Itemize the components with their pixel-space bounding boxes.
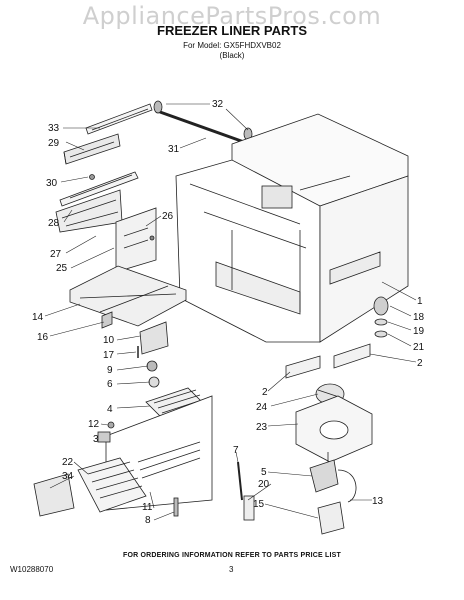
callout-12: 12	[88, 419, 100, 430]
clip-16	[101, 311, 113, 329]
callout-labels: 33 29 30 28 27 25 32 31 26 14 16 10 17 9…	[32, 99, 425, 526]
bracket-3	[97, 431, 111, 443]
callout-22: 22	[62, 457, 74, 468]
site-watermark: AppliancePartsPros.com	[82, 2, 382, 30]
ordering-info-note: FOR ORDERING INFORMATION REFER TO PARTS …	[122, 552, 342, 559]
callout-29: 29	[48, 138, 60, 149]
cover-34	[33, 473, 75, 517]
callout-19: 19	[413, 326, 425, 337]
rod-7	[237, 461, 243, 501]
fastener-8	[173, 497, 179, 517]
motor-mount-15	[317, 501, 345, 535]
freezer-tray-14	[69, 265, 187, 327]
color-variant: (Black)	[219, 51, 245, 60]
model-number: For Model: GX5FHDXVB02	[183, 41, 281, 50]
guide-rail-left	[59, 171, 139, 207]
fan-motor-5	[309, 452, 339, 493]
washer-21	[374, 330, 388, 338]
callout-6: 6	[107, 379, 113, 390]
callout-28: 28	[48, 218, 60, 229]
callout-32: 32	[212, 99, 224, 110]
callout-3: 3	[93, 434, 99, 445]
wire-harness-13	[337, 469, 357, 503]
callout-34: 34	[62, 471, 74, 482]
seal-19	[374, 318, 388, 326]
callout-31: 31	[168, 144, 180, 155]
damper-18	[373, 296, 389, 316]
callout-15: 15	[253, 499, 265, 510]
callout-21: 21	[413, 342, 425, 353]
bracket-6	[148, 376, 160, 388]
callout-33: 33	[48, 123, 60, 134]
insulation-pad-2a	[285, 355, 321, 379]
callout-13: 13	[372, 496, 384, 507]
callout-20: 20	[258, 479, 270, 490]
callout-10: 10	[103, 335, 115, 346]
callout-27: 27	[50, 249, 62, 260]
insulation-pad-2b	[333, 343, 371, 369]
callout-1: 1	[417, 296, 423, 307]
vent-grille-22	[77, 457, 147, 513]
callout-11: 11	[142, 502, 153, 513]
callout-25: 25	[56, 263, 68, 274]
small-screw-30	[89, 174, 95, 180]
callout-14: 14	[32, 312, 44, 323]
spacer-20	[243, 495, 255, 521]
cross-rod	[153, 100, 253, 144]
callout-4: 4	[107, 404, 113, 415]
rail-bracket-lower	[55, 189, 123, 233]
page-title: FREEZER LINER PARTS	[157, 23, 307, 38]
document-number: W10288070	[10, 565, 54, 574]
callout-30: 30	[46, 178, 58, 189]
page-number: 3	[229, 565, 234, 574]
callout-23: 23	[256, 422, 268, 433]
leader-lines	[44, 103, 417, 521]
knob-9	[146, 360, 158, 372]
callout-17: 17	[103, 350, 115, 361]
callout-7: 7	[233, 445, 239, 456]
rail-bracket-upper	[63, 133, 121, 165]
mounting-plate	[115, 207, 157, 273]
callout-18: 18	[413, 312, 425, 323]
housing-10	[139, 321, 169, 355]
callout-5: 5	[261, 467, 267, 478]
callout-24: 24	[256, 402, 268, 413]
screw-12	[107, 421, 115, 429]
callout-2-right: 2	[417, 358, 423, 369]
freezer-liner	[175, 113, 409, 343]
top-rail-part	[85, 103, 153, 135]
callout-9: 9	[107, 365, 113, 376]
fan-shroud-23	[295, 395, 373, 463]
callout-16: 16	[37, 332, 49, 343]
callout-8: 8	[145, 515, 151, 526]
callout-2-left: 2	[262, 387, 268, 398]
callout-26: 26	[162, 211, 174, 222]
